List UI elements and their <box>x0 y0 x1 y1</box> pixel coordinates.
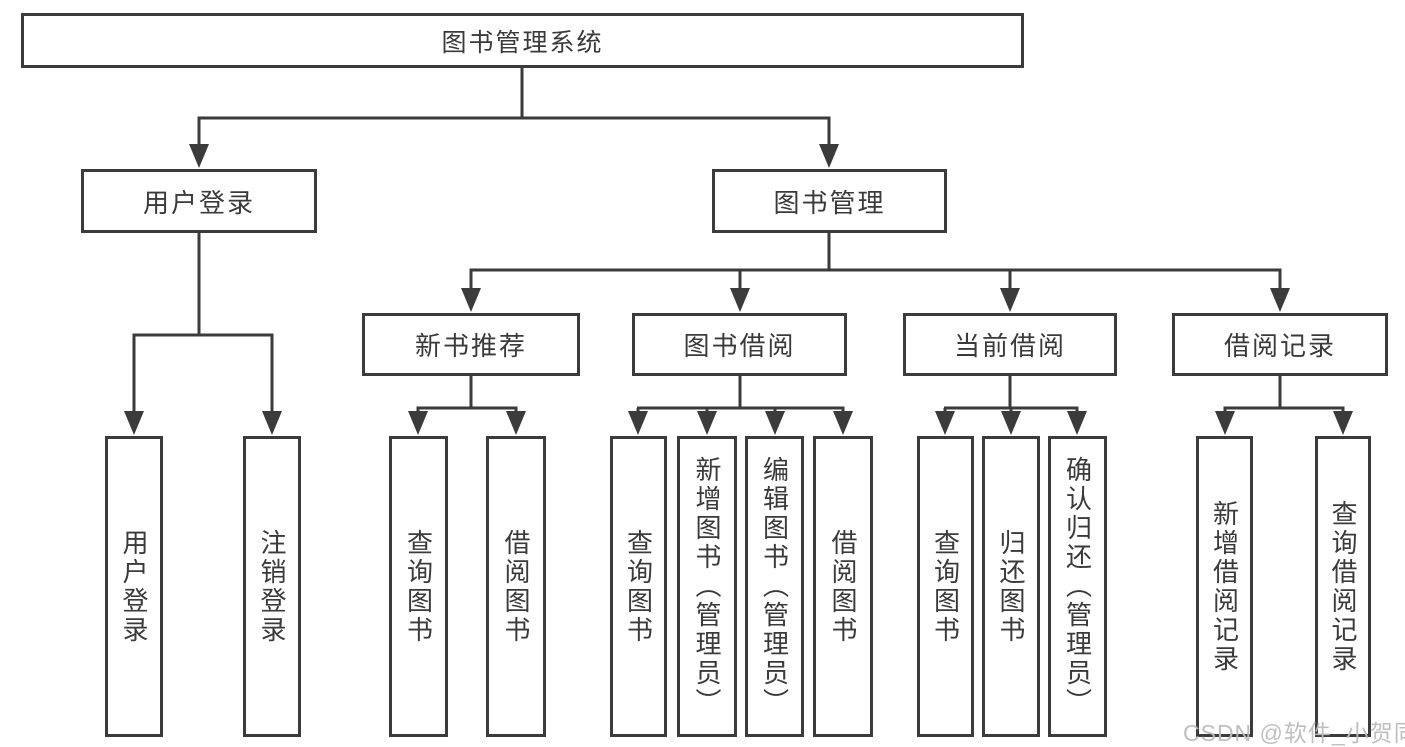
node-label: 注销登录 <box>257 528 287 645</box>
leaf-recommend-query-books: 查询图书 <box>389 436 448 737</box>
node-label: 图书借阅 <box>683 331 796 361</box>
node-current-borrow: 当前借阅 <box>903 313 1117 376</box>
csdn-watermark: CSDN @软件_小贺同学 <box>1183 720 1405 746</box>
node-label: 用户登录 <box>119 528 149 645</box>
node-label: 当前借阅 <box>953 331 1066 361</box>
leaf-current-query-books: 查询图书 <box>917 436 974 737</box>
leaf-logout: 注销登录 <box>243 436 301 737</box>
leaf-records-add-record: 新增借阅记录 <box>1196 436 1253 737</box>
node-label: 新增图书（管理员） <box>692 456 722 717</box>
leaf-current-return-books: 归还图书 <box>982 436 1040 737</box>
node-book-management: 图书管理 <box>712 169 947 233</box>
node-label: 编辑图书（管理员） <box>759 456 790 717</box>
node-label: 确认归还（管理员） <box>1062 456 1093 717</box>
leaf-borrow-borrow-books: 借阅图书 <box>813 436 873 737</box>
node-label: 借阅图书 <box>501 528 531 645</box>
node-label: 查询图书 <box>623 528 654 645</box>
node-library-system: 图书管理系统 <box>21 13 1024 68</box>
leaf-borrow-add-books-admin: 新增图书（管理员） <box>677 436 737 737</box>
leaf-records-query-record: 查询借阅记录 <box>1315 436 1371 737</box>
node-label: 新书推荐 <box>414 331 527 361</box>
leaf-recommend-borrow-books: 借阅图书 <box>486 436 546 737</box>
arrowheads <box>124 144 1353 435</box>
node-label: 查询借阅记录 <box>1328 499 1358 674</box>
leaf-user-login: 用户登录 <box>105 436 163 737</box>
node-label: 新增借阅记录 <box>1209 499 1240 674</box>
node-label: 用户登录 <box>142 187 255 218</box>
node-user-login: 用户登录 <box>81 169 317 233</box>
leaf-current-confirm-return-admin: 确认归还（管理员） <box>1048 436 1107 737</box>
leaf-borrow-edit-books-admin: 编辑图书（管理员） <box>745 436 804 737</box>
node-new-book-recommend: 新书推荐 <box>362 313 580 376</box>
node-label: 查询图书 <box>930 528 961 645</box>
node-label: 借阅图书 <box>828 528 858 645</box>
leaf-borrow-query-books: 查询图书 <box>610 436 667 737</box>
node-label: 归还图书 <box>996 528 1026 645</box>
node-label: 借阅记录 <box>1223 331 1336 361</box>
node-book-borrow: 图书借阅 <box>632 313 847 376</box>
node-label: 图书管理系统 <box>441 28 604 57</box>
node-label: 查询图书 <box>403 528 434 645</box>
node-label: 图书管理 <box>773 187 886 218</box>
node-borrow-records: 借阅记录 <box>1172 313 1388 376</box>
